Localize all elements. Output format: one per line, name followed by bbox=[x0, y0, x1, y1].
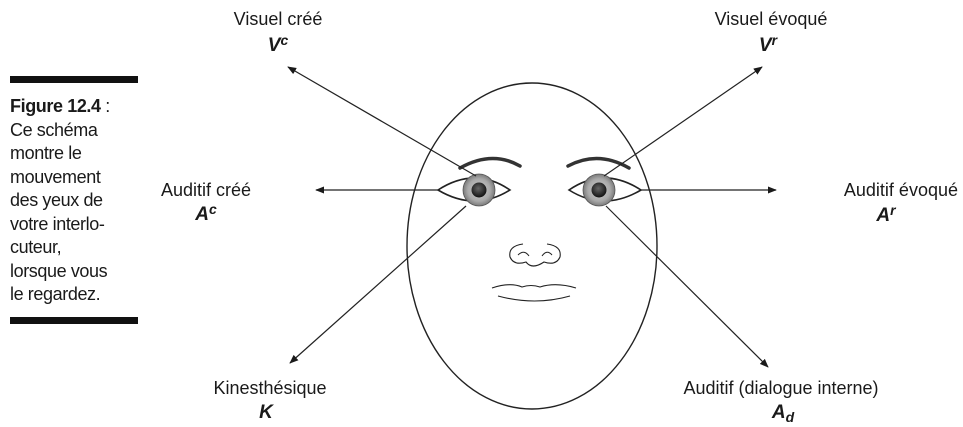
symbol-visual-created: Vc bbox=[268, 32, 289, 56]
right-eye bbox=[569, 174, 641, 206]
symbol-internal-dialogue: Ad bbox=[771, 402, 795, 425]
right-eyebrow bbox=[568, 158, 629, 168]
symbol-visual-recalled: Vr bbox=[759, 32, 779, 56]
arrow-internal-dialogue bbox=[606, 206, 768, 367]
mouth-upper-lip bbox=[492, 285, 576, 288]
nose bbox=[510, 244, 560, 266]
nose-nostril-left bbox=[518, 252, 529, 256]
label-kinesthetic: Kinesthésique bbox=[213, 378, 326, 398]
symbol-auditory-recalled: Ar bbox=[875, 202, 897, 226]
left-eye bbox=[438, 174, 510, 206]
face-outline bbox=[407, 83, 657, 409]
label-visual-created: Visuel créé bbox=[234, 9, 323, 29]
label-internal-dialogue: Auditif (dialogue interne) bbox=[683, 378, 878, 398]
nose-nostril-right bbox=[542, 252, 552, 256]
arrow-kinesthetic bbox=[290, 206, 466, 363]
symbol-auditory-created: Ac bbox=[194, 201, 217, 225]
left-eyebrow bbox=[460, 158, 520, 168]
label-auditory-created: Auditif créé bbox=[161, 180, 251, 200]
label-auditory-recalled: Auditif évoqué bbox=[844, 180, 958, 200]
label-visual-recalled: Visuel évoqué bbox=[715, 9, 828, 29]
symbol-kinesthetic: K bbox=[259, 402, 274, 423]
arrow-visual-created bbox=[288, 67, 476, 176]
mouth-lower-lip bbox=[498, 296, 570, 301]
arrow-visual-recalled bbox=[604, 67, 762, 176]
